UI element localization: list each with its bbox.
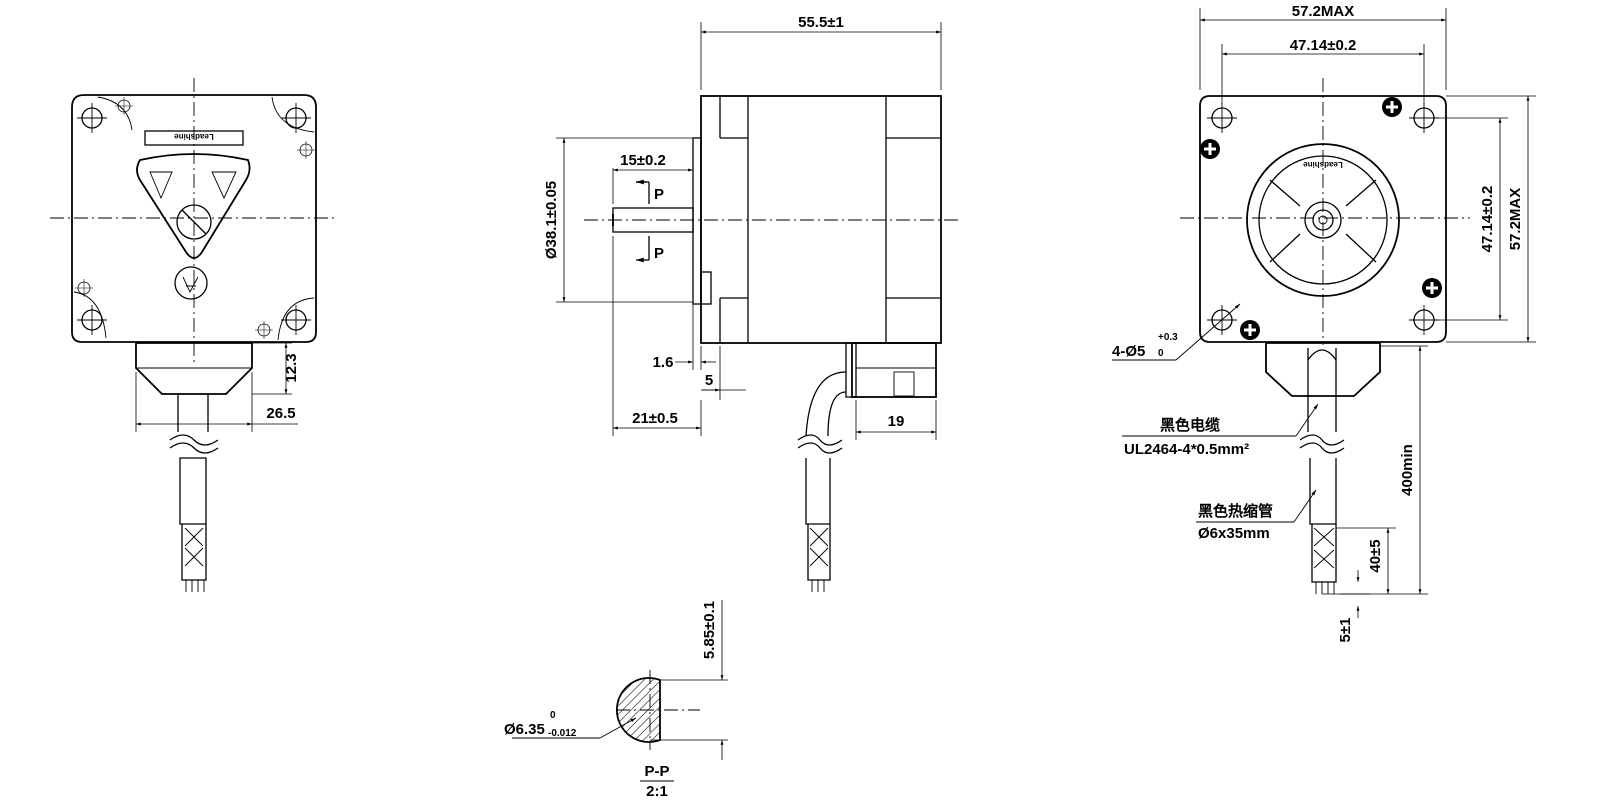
dim-57-2-side: 57.2MAX xyxy=(1507,188,1524,251)
dim-19: 19 xyxy=(888,413,905,430)
dim-21: 21±0.5 xyxy=(632,410,678,427)
dim-57-2-top: 57.2MAX xyxy=(1292,3,1355,20)
side-view: P P 55.5±1 15±0.2 Ø38.1±0.05 1 xyxy=(543,14,960,592)
section-scale: 2:1 xyxy=(646,783,668,800)
shaft-tol-lower: -0.012 xyxy=(548,728,577,739)
dim-15: 15±0.2 xyxy=(620,152,666,169)
section-arrow-p2: P xyxy=(654,245,664,262)
cable-note-cn: 黑色电缆 xyxy=(1160,416,1220,434)
dim-38-1: Ø38.1±0.05 xyxy=(543,181,560,259)
hole-tol-upper: +0.3 xyxy=(1158,332,1178,343)
cable-note-spec: UL2464-4*0.5mm² xyxy=(1124,441,1249,458)
dim-400: 400min xyxy=(1399,444,1416,496)
dim-5-1: 5±1 xyxy=(1337,618,1354,643)
hole-tol-lower: 0 xyxy=(1158,348,1164,359)
sleeve-note-cn: 黑色热缩管 xyxy=(1198,502,1273,520)
dim-26-5: 26.5 xyxy=(266,405,295,422)
dim-5: 5 xyxy=(705,372,713,389)
sleeve-note-spec: Ø6x35mm xyxy=(1198,525,1270,542)
dim-12-3: 12.3 xyxy=(283,353,300,382)
section-pp: 5.85±0.1 Ø6.35 0 -0.012 P-P 2:1 xyxy=(504,600,728,800)
dim-5-85: 5.85±0.1 xyxy=(701,601,718,659)
hole-callout: 4-Ø5 xyxy=(1112,343,1145,360)
dim-1-6: 1.6 xyxy=(653,354,674,371)
dim-40: 40±5 xyxy=(1367,539,1384,572)
dim-47-14-side: 47.14±0.2 xyxy=(1479,186,1496,253)
shaft-tol-upper: 0 xyxy=(550,710,556,721)
dim-shaft-dia: Ø6.35 xyxy=(504,721,545,738)
section-name: P-P xyxy=(644,763,669,780)
brand-label-front: Leadshine xyxy=(1303,160,1343,169)
dim-55-5: 55.5±1 xyxy=(798,14,844,31)
rear-view: Leadshine 12.3 26.5 xyxy=(50,78,334,592)
front-view: Leadshine 57.2MAX 47.14±0.2 47.14±0.2 57… xyxy=(1112,3,1536,642)
section-arrow-p1: P xyxy=(654,186,664,203)
dim-47-14-top: 47.14±0.2 xyxy=(1290,37,1357,54)
